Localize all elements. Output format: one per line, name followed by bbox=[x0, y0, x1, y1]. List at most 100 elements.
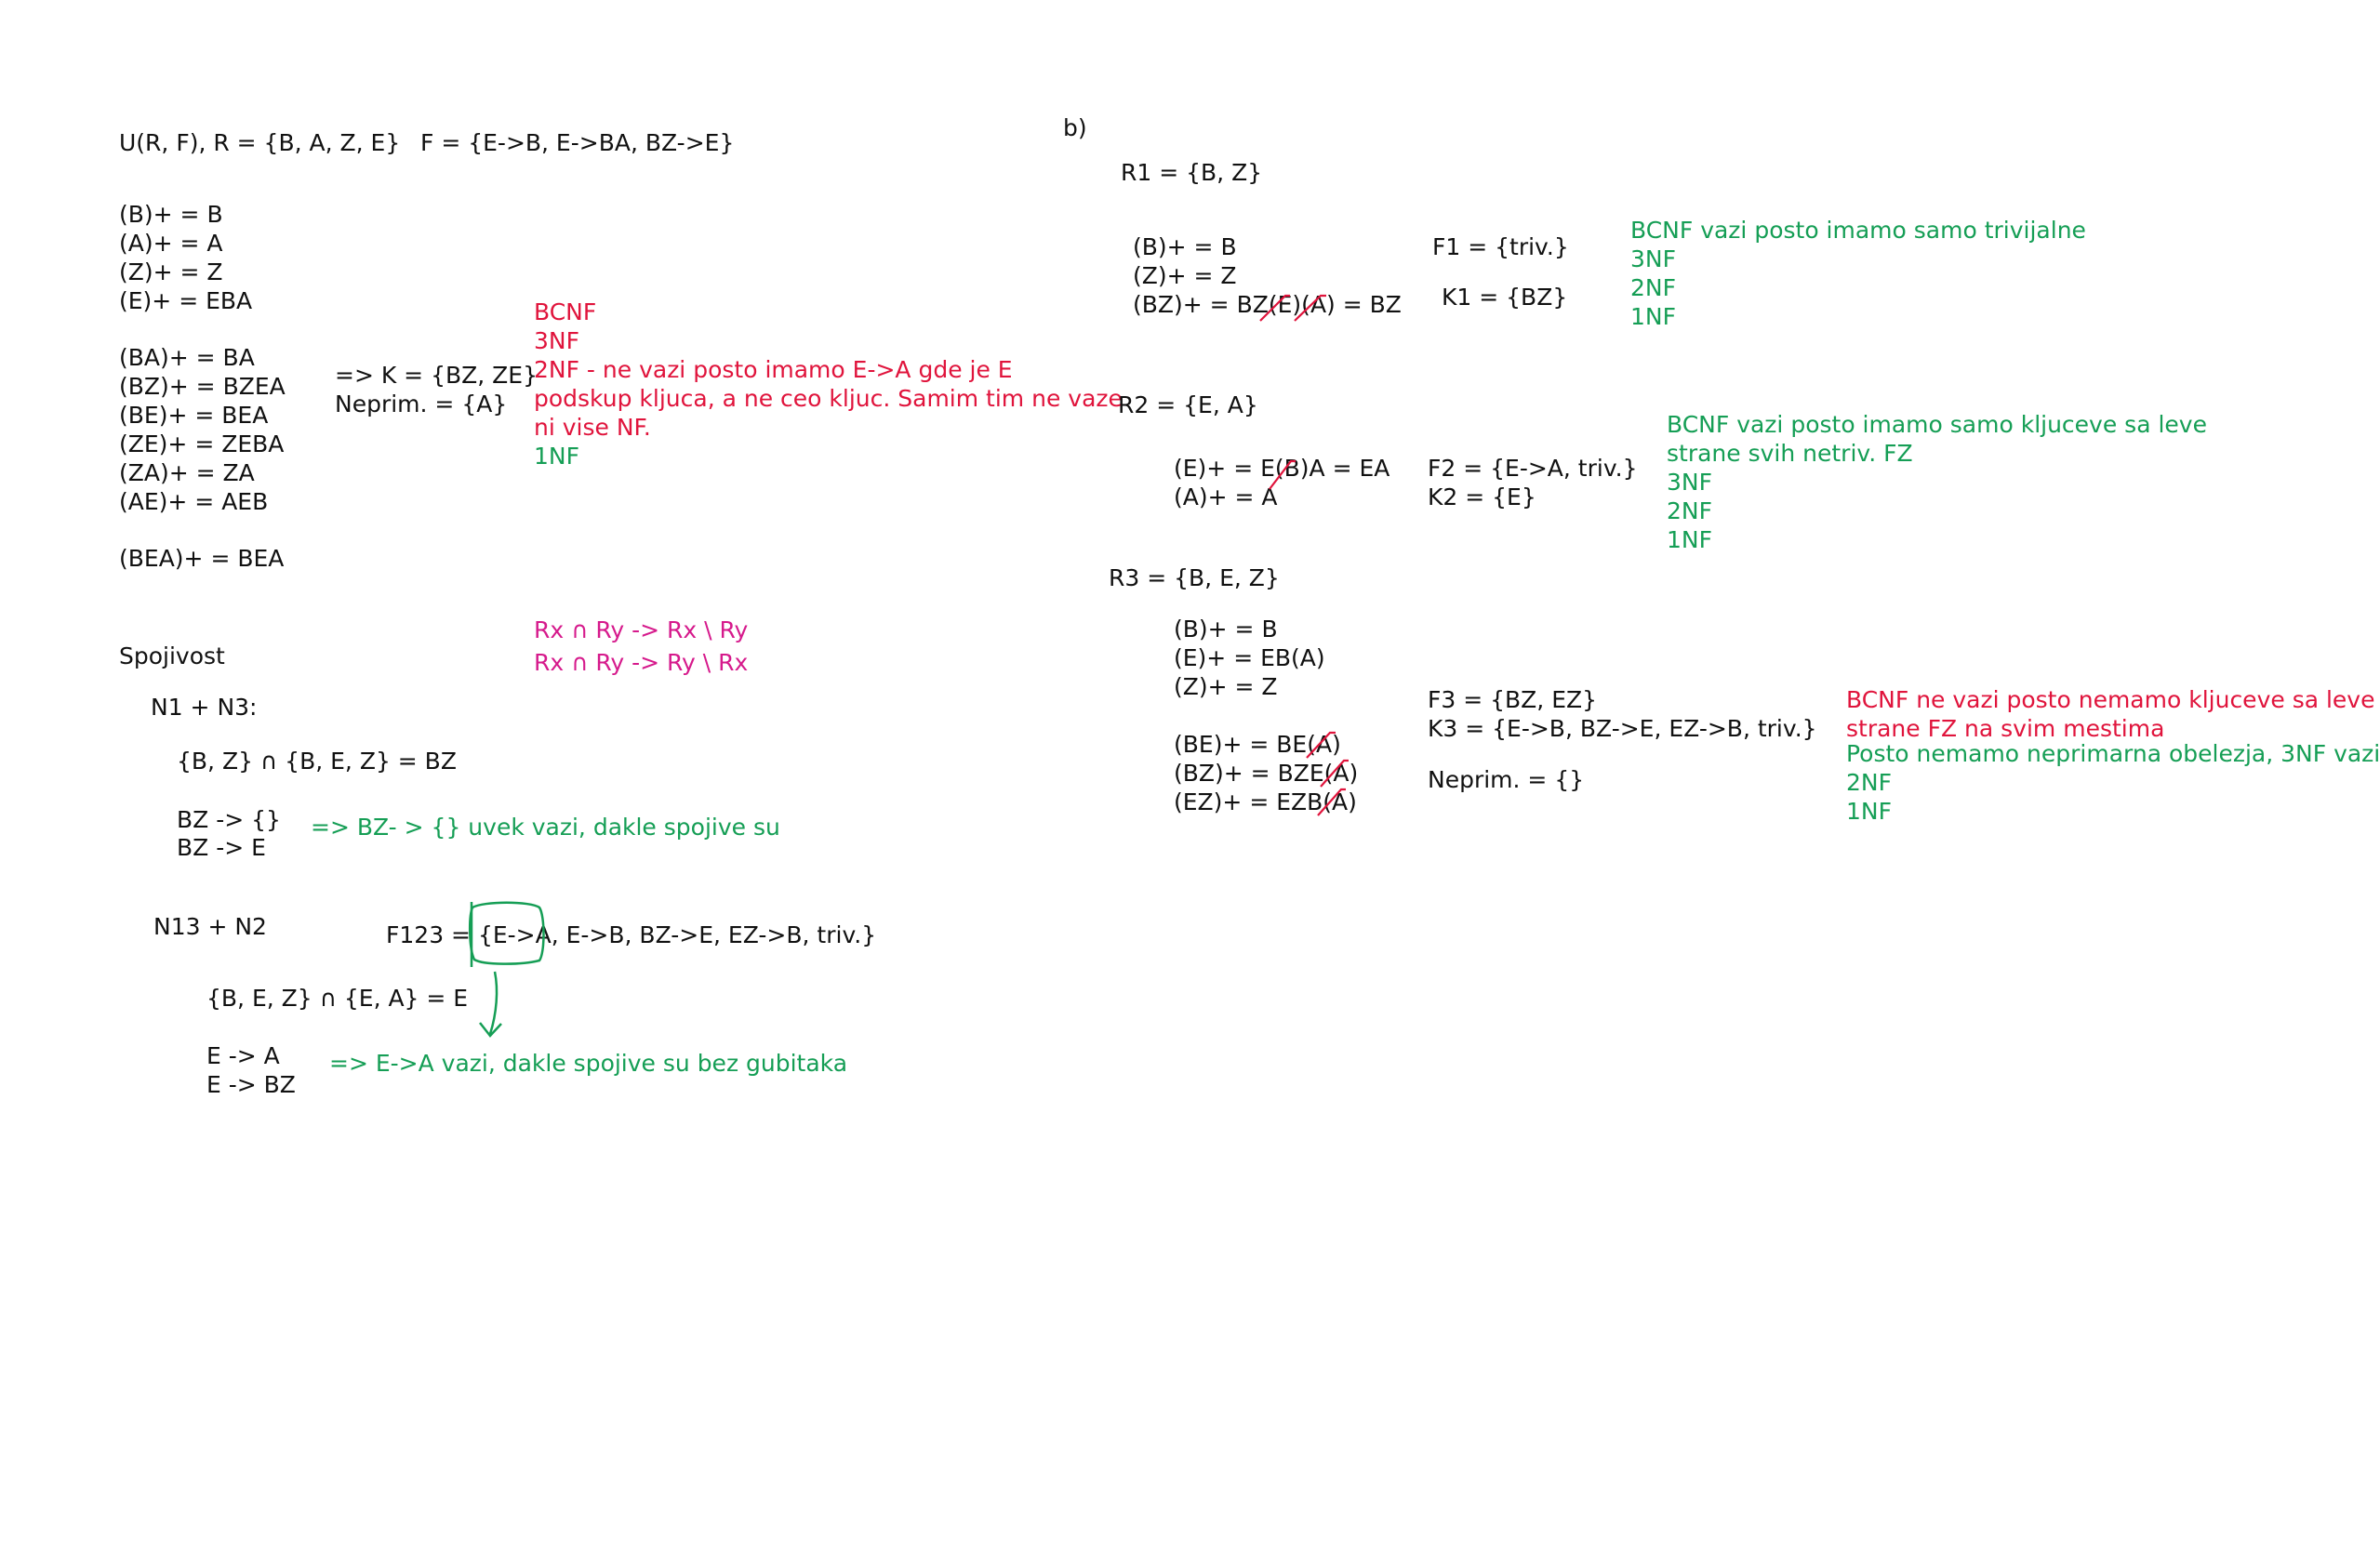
annotation-layer bbox=[469, 294, 1349, 1038]
k2-line: K2 = {E} bbox=[1428, 484, 1536, 510]
closure-line: (B)+ = B bbox=[1174, 616, 1278, 643]
r3-bcnf-line: BCNF ne vazi posto nemamo kljuceve sa le… bbox=[1846, 686, 2375, 713]
f123-boxed-fd: {E->A, bbox=[477, 921, 559, 948]
f1-line: F1 = {triv.} bbox=[1432, 233, 1569, 260]
closure-line: (E)+ = EB(A) bbox=[1174, 644, 1325, 671]
struck-attribute: A bbox=[1333, 760, 1350, 787]
f123-prefix: F123 = bbox=[386, 921, 478, 948]
r3-other-forms: Posto nemamo neprimarna obelezja, 3NF va… bbox=[1846, 739, 2380, 826]
pair-closures: (BA)+ = BA (BZ)+ = BZEA (BE)+ = BEA (ZE)… bbox=[119, 343, 286, 516]
nf-2nf-line: 2NF - ne vazi posto imamo E->A gde je E bbox=[534, 356, 1013, 383]
struck-attribute: A bbox=[1315, 731, 1333, 758]
r1-1nf: 1NF bbox=[1630, 303, 1676, 330]
nonprime-line: Neprim. = {A} bbox=[335, 391, 508, 417]
r2-closures: (E)+ = E(B)A = EA (A)+ = A bbox=[1174, 454, 1389, 511]
closure-line: (Z)+ = Z bbox=[1133, 262, 1237, 289]
r3-bcnf-line: strane FZ na svim mestima bbox=[1846, 715, 2165, 742]
closure-line: (E)+ = EBA bbox=[119, 287, 253, 314]
r3-single-closures: (B)+ = B (E)+ = EB(A) (Z)+ = Z bbox=[1174, 615, 1325, 701]
r3-3nf: Posto nemamo neprimarna obelezja, 3NF va… bbox=[1846, 740, 2380, 767]
closure-line: (BZ)+ = BZEA bbox=[119, 373, 286, 400]
closure-line: (BZ)+ = BZE(A) bbox=[1174, 760, 1359, 787]
k3-line: K3 = {E->B, BZ->E, EZ->B, triv.} bbox=[1428, 715, 1817, 742]
r3-pair-closures: (BE)+ = BE(A) (BZ)+ = BZE(A) (EZ)+ = EZB… bbox=[1174, 730, 1358, 816]
n1-n3-title: N1 + N3: bbox=[151, 694, 258, 721]
n13-n2-title: N13 + N2 bbox=[153, 913, 267, 940]
normal-forms-analysis: BCNF 3NF 2NF - ne vazi posto imamo E->A … bbox=[534, 298, 1123, 470]
keys-line: => K = {BZ, ZE} bbox=[335, 362, 538, 389]
r2-title: R2 = {E, A} bbox=[1118, 391, 1258, 418]
closure-line: (EZ)+ = EZB(A) bbox=[1174, 788, 1357, 815]
single-closures: (B)+ = B (A)+ = A (Z)+ = Z (E)+ = EBA bbox=[119, 200, 252, 315]
struck-attribute: E bbox=[1277, 291, 1293, 318]
nf-2nf-line: ni vise NF. bbox=[534, 414, 651, 441]
strikeout-mark bbox=[1317, 788, 1346, 816]
closure-line: (BE)+ = BE(A) bbox=[1174, 731, 1341, 758]
strikeout-mark bbox=[1320, 759, 1349, 788]
n1-n3-fd: BZ -> E bbox=[177, 834, 266, 861]
r3-1nf: 1NF bbox=[1846, 798, 1892, 825]
r1-normal-forms: BCNF vazi posto imamo samo trivijalne 3N… bbox=[1630, 216, 2086, 331]
r3-normal-forms: BCNF ne vazi posto nemamo kljuceve sa le… bbox=[1846, 685, 2374, 743]
closure-line: (Z)+ = Z bbox=[1174, 673, 1278, 700]
closure-line: (E)+ = E(B)A = EA bbox=[1174, 455, 1390, 482]
n1-n3-result: => BZ- > {} uvek vazi, dakle spojive su bbox=[311, 814, 780, 841]
nf-bcnf: BCNF bbox=[534, 298, 597, 325]
r2-normal-forms: BCNF vazi posto imamo samo kljuceve sa l… bbox=[1667, 410, 2207, 554]
closure-line: (Z)+ = Z bbox=[119, 258, 223, 285]
n1-n3-fd: BZ -> {} bbox=[177, 806, 281, 833]
r2-2nf: 2NF bbox=[1667, 497, 1712, 524]
r1-2nf: 2NF bbox=[1630, 274, 1676, 301]
closure-line: (B)+ = B bbox=[1133, 233, 1237, 260]
closure-line: (B)+ = B bbox=[119, 201, 223, 228]
rule-line-2: Rx ∩ Ry -> Ry \ Rx bbox=[534, 649, 749, 676]
strikeout-mark bbox=[1259, 294, 1290, 322]
triple-closure: (BEA)+ = BEA bbox=[119, 545, 285, 572]
struck-attribute: B bbox=[1283, 455, 1300, 482]
r2-1nf: 1NF bbox=[1667, 526, 1712, 553]
r3-title: R3 = {B, E, Z} bbox=[1109, 564, 1280, 591]
r1-closures: (B)+ = B (Z)+ = Z (BZ)+ = BZ(E)(A) = BZ bbox=[1133, 232, 1402, 319]
r1-3nf: 3NF bbox=[1630, 245, 1676, 272]
n13-n2-result: => E->A vazi, dakle spojive su bez gubit… bbox=[329, 1050, 848, 1077]
part-b-label: b) bbox=[1063, 114, 1087, 141]
arrow-head-icon bbox=[479, 1022, 502, 1038]
nf-2nf-line: podskup kljuca, a ne ceo kljuc. Samim ti… bbox=[534, 385, 1123, 412]
r2-3nf: 3NF bbox=[1667, 469, 1712, 496]
highlight-box bbox=[469, 901, 545, 965]
closure-line: (BA)+ = BA bbox=[119, 344, 255, 371]
strikeout-mark bbox=[1306, 731, 1336, 759]
r3-2nf: 2NF bbox=[1846, 769, 1892, 796]
n13-n2-fd: E -> A bbox=[206, 1042, 280, 1069]
r1-bcnf: BCNF vazi posto imamo samo trivijalne bbox=[1630, 217, 2086, 244]
closure-line: (BZ)+ = BZ(E)(A) = BZ bbox=[1133, 291, 1402, 318]
n13-n2-intersection: {B, E, Z} ∩ {E, A} = E bbox=[206, 985, 469, 1012]
f123-line: F123 = {E->A, E->B, BZ->E, EZ->B, triv.} bbox=[386, 921, 876, 949]
struck-attribute: A bbox=[1310, 291, 1327, 318]
relation-header: U(R, F), R = {B, A, Z, E} bbox=[119, 129, 401, 156]
strikeout-mark bbox=[1294, 294, 1326, 322]
f3-line: F3 = {BZ, EZ} bbox=[1428, 686, 1598, 713]
spojivost-title: Spojivost bbox=[119, 643, 225, 669]
strikeout-mark bbox=[1269, 459, 1296, 490]
r3-nonprime: Neprim. = {} bbox=[1428, 766, 1585, 793]
closure-line: (A)+ = A bbox=[119, 230, 223, 257]
k1-line: K1 = {BZ} bbox=[1442, 284, 1568, 311]
closure-line: (BE)+ = BEA bbox=[119, 402, 269, 429]
r2-bcnf-line: BCNF vazi posto imamo samo kljuceve sa l… bbox=[1667, 411, 2207, 438]
f2-line: F2 = {E->A, triv.} bbox=[1428, 455, 1638, 482]
f123-rest: E->B, BZ->E, EZ->B, triv.} bbox=[558, 921, 877, 948]
nf-3nf: 3NF bbox=[534, 327, 579, 354]
fd-set-header: F = {E->B, E->BA, BZ->E} bbox=[420, 129, 735, 156]
closure-line: (ZA)+ = ZA bbox=[119, 459, 255, 486]
n1-n3-intersection: {B, Z} ∩ {B, E, Z} = BZ bbox=[177, 748, 457, 775]
nf-1nf: 1NF bbox=[534, 443, 579, 470]
r2-bcnf-line: strane svih netriv. FZ bbox=[1667, 440, 1913, 467]
down-arrow-icon bbox=[488, 971, 499, 1035]
n13-n2-fd: E -> BZ bbox=[206, 1071, 296, 1098]
closure-line: (AE)+ = AEB bbox=[119, 488, 269, 515]
rule-line-1: Rx ∩ Ry -> Rx \ Ry bbox=[534, 616, 749, 643]
closure-line: (ZE)+ = ZEBA bbox=[119, 431, 285, 457]
closure-line: (A)+ = A bbox=[1174, 484, 1278, 510]
r1-title: R1 = {B, Z} bbox=[1121, 159, 1263, 186]
